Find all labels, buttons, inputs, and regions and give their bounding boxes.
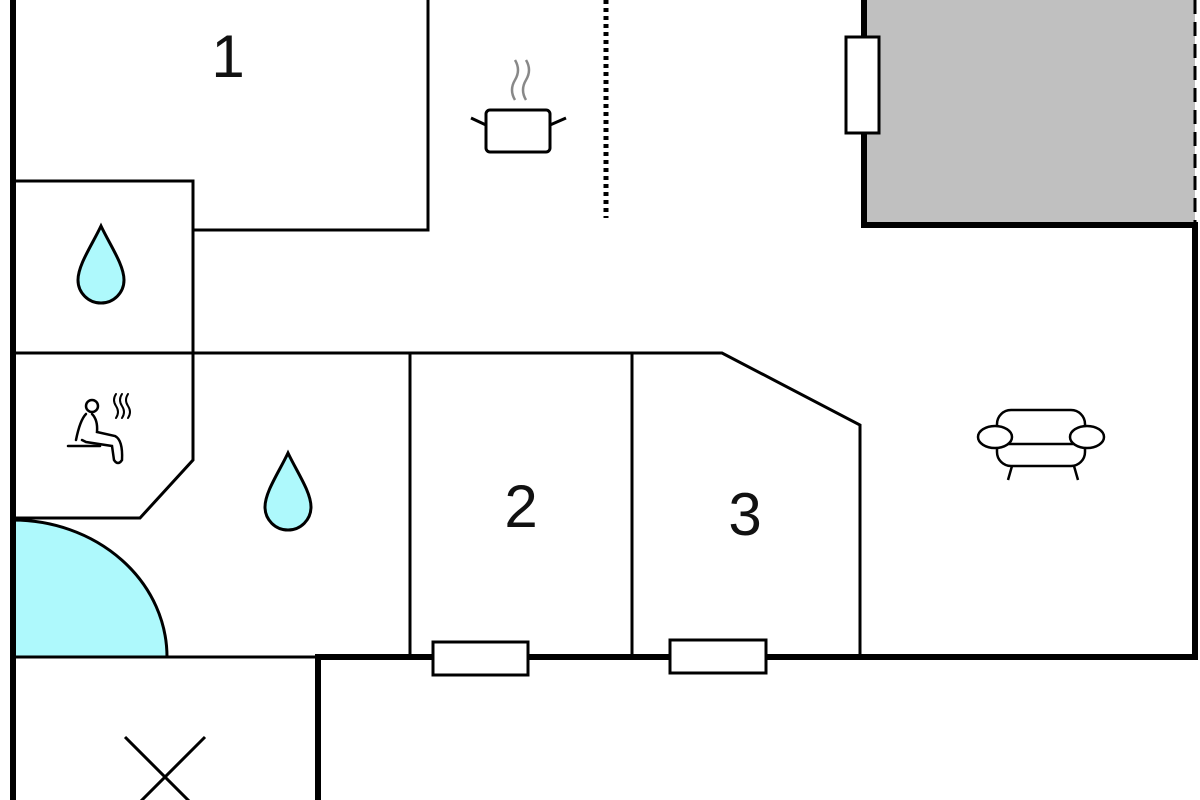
room-number-1: 1	[211, 23, 244, 90]
interior-walls	[13, 0, 862, 659]
room-number-3: 3	[728, 481, 761, 548]
terrace-area	[862, 0, 1195, 225]
room-number-2: 2	[504, 473, 537, 540]
hot-tub	[11, 518, 169, 659]
window	[668, 638, 768, 675]
water-drop-icon	[76, 222, 126, 305]
kitchen-pot-icon	[470, 59, 567, 154]
sauna-icon	[66, 393, 131, 465]
sofa-icon	[976, 408, 1106, 481]
cross-icon	[123, 735, 207, 800]
water-drop-icon	[263, 449, 313, 532]
window	[844, 35, 881, 135]
window	[431, 640, 530, 677]
